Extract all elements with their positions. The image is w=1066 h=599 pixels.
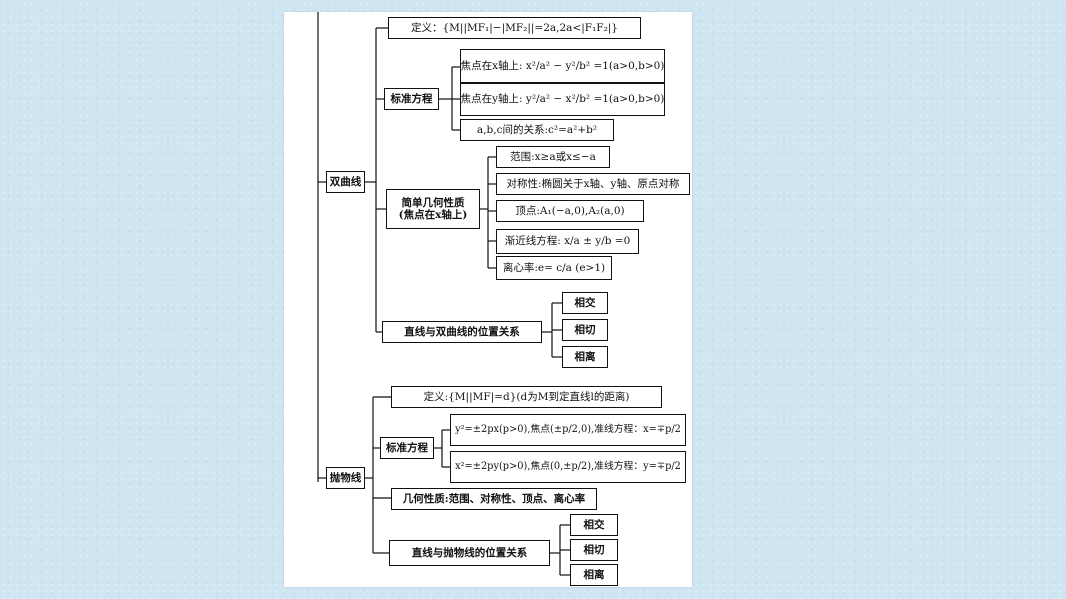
- hyperbola-properties-label-line1: 简单几何性质: [401, 196, 465, 209]
- hyperbola-abc-relation-node: a,b,c间的关系:c²=a²+b²: [460, 119, 614, 141]
- hyperbola-separate-node: 相离: [562, 346, 608, 368]
- hyperbola-vertex-node: 顶点:A₁(−a,0),A₂(a,0): [496, 200, 644, 222]
- concept-map-sheet: 双曲线 定义：{M||MF₁|−|MF₂||=2a,2a<|F₁F₂|} 标准方…: [284, 12, 692, 587]
- hyperbola-properties-node: 简单几何性质 (焦点在x轴上): [386, 189, 480, 229]
- hyperbola-line-relation-node: 直线与双曲线的位置关系: [382, 321, 542, 343]
- hyperbola-asymptote-node: 渐近线方程: x/a ± y/b =0: [496, 229, 639, 254]
- parabola-standard-equation-node: 标准方程: [380, 437, 434, 459]
- hyperbola-x-axis-equation-node: 焦点在x轴上: x²/a² − y²/b² =1(a>0,b>0): [460, 49, 665, 83]
- hyperbola-range-node: 范围:x≥a或x≤−a: [496, 146, 610, 168]
- hyperbola-properties-label-line2: (焦点在x轴上): [398, 209, 468, 221]
- parabola-equation-2-node: x²=±2py(p>0),焦点(0,±p/2),准线方程：y=∓p/2: [450, 451, 686, 483]
- hyperbola-symmetry-node: 对称性:椭圆关于x轴、y轴、原点对称: [496, 173, 690, 195]
- hyperbola-y-axis-equation-node: 焦点在y轴上: y²/a² − x²/b² =1(a>0,b>0): [460, 83, 665, 116]
- hyperbola-eccentricity-node: 离心率:e= c/a (e>1): [496, 256, 612, 280]
- parabola-line-relation-node: 直线与抛物线的位置关系: [389, 540, 550, 566]
- hyperbola-root-node: 双曲线: [326, 171, 365, 193]
- parabola-tangent-node: 相切: [570, 539, 618, 561]
- hyperbola-intersect-node: 相交: [562, 292, 608, 314]
- parabola-root-node: 抛物线: [326, 467, 365, 489]
- hyperbola-tangent-node: 相切: [562, 319, 608, 341]
- parabola-equation-1-node: y²=±2px(p>0),焦点(±p/2,0),准线方程：x=∓p/2: [450, 414, 686, 446]
- hyperbola-standard-equation-node: 标准方程: [384, 88, 439, 110]
- connector-lines: [317, 12, 570, 576]
- parabola-intersect-node: 相交: [570, 514, 618, 536]
- hyperbola-definition-node: 定义：{M||MF₁|−|MF₂||=2a,2a<|F₁F₂|}: [388, 17, 641, 39]
- parabola-separate-node: 相离: [570, 564, 618, 586]
- parabola-definition-node: 定义:{M||MF|=d}(d为M到定直线l的距离): [391, 386, 662, 408]
- parabola-properties-node: 几何性质:范围、对称性、顶点、离心率: [391, 488, 597, 510]
